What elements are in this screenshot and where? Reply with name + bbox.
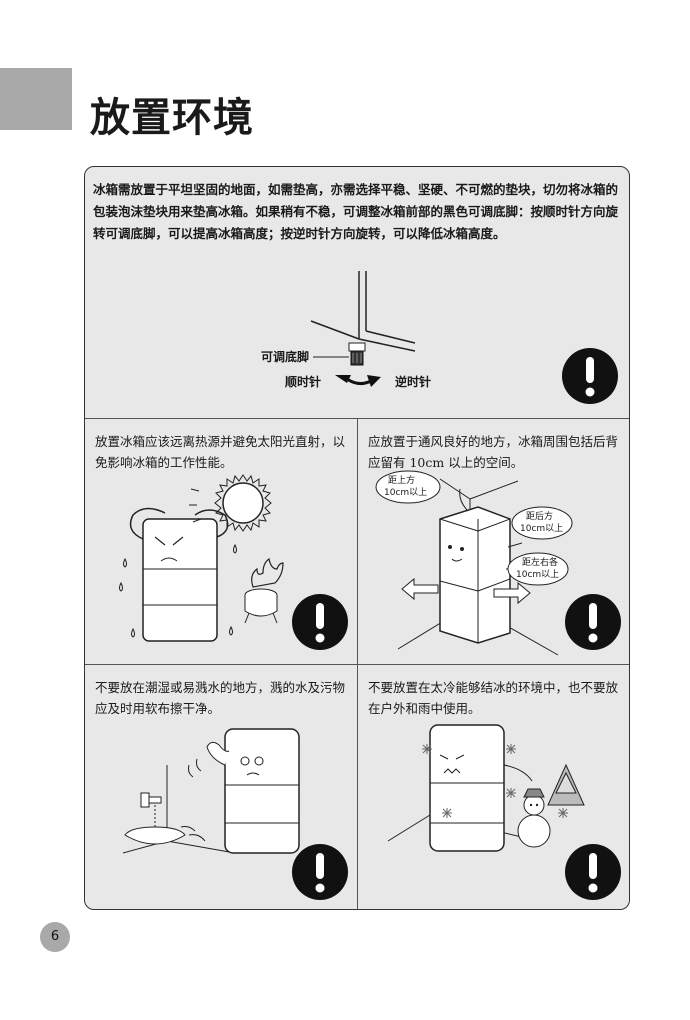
cold-outdoor-text: 不要放置在太冷能够结冰的环境中，也不要放在户外和雨中使用。 <box>368 680 619 716</box>
intro-text: 冰箱需放置于平坦坚固的地面，如需垫高，亦需选择平稳、坚硬、不可燃的垫块，切勿将冰… <box>93 182 619 241</box>
section-heat-source: 放置冰箱应该远离热源并避免太阳光直射，以免影响冰箱的工作性能。 <box>85 419 358 665</box>
bubble-side-line1: 距左右各 <box>522 558 559 568</box>
cold-outdoor-illustration <box>387 724 585 852</box>
ventilation-text: 应放置于通风良好的地方，冰箱周围包括后背应留有 10cm 以上的空间。 <box>368 434 619 470</box>
warning-exclamation-icon <box>564 843 622 901</box>
rotation-arrow-icon <box>335 375 381 387</box>
warning-exclamation-icon <box>561 347 619 405</box>
snowflake-icon <box>422 744 568 818</box>
warning-exclamation-icon <box>564 593 622 651</box>
clockwise-label: 顺时针 <box>285 375 322 389</box>
bubble-top-line2: 10cm以上 <box>384 488 428 498</box>
bubble-top-line1: 距上方 <box>388 476 416 486</box>
heat-source-text: 放置冰箱应该远离热源并避免太阳光直射，以免影响冰箱的工作性能。 <box>95 434 346 470</box>
moisture-text: 不要放在潮湿或易溅水的地方，溅的水及污物应及时用软布擦干净。 <box>95 680 346 716</box>
warning-exclamation-icon <box>291 593 349 651</box>
faucet-icon <box>140 792 162 829</box>
warning-exclamation-icon <box>291 843 349 901</box>
moisture-illustration <box>122 728 300 854</box>
page-title: 放置环境 <box>90 95 254 141</box>
ventilation-illustration <box>375 470 573 656</box>
foot-label: 可调底脚 <box>261 350 310 364</box>
sun-icon <box>214 474 272 532</box>
snowman-icon <box>517 788 551 848</box>
bubble-back-line1: 距后方 <box>526 512 554 522</box>
bubble-back-line2: 10cm以上 <box>520 524 564 534</box>
bubble-side-line2: 10cm以上 <box>516 570 560 580</box>
adjustable-foot-illustration <box>310 271 416 366</box>
section-adjustable-foot: 冰箱需放置于平坦坚固的地面，如需垫高，亦需选择平稳、坚硬、不可燃的垫块，切勿将冰… <box>85 167 629 419</box>
fire-icon <box>244 558 284 624</box>
counterclockwise-label: 逆时针 <box>395 375 432 389</box>
section-ventilation: 应放置于通风良好的地方，冰箱周围包括后背应留有 10cm 以上的空间。 <box>358 419 629 665</box>
content-frame: 冰箱需放置于平坦坚固的地面，如需垫高，亦需选择平稳、坚硬、不可燃的垫块，切勿将冰… <box>84 166 630 910</box>
heat-source-illustration <box>119 474 284 642</box>
chapter-tab <box>0 68 72 130</box>
section-cold-outdoor: 不要放置在太冷能够结冰的环境中，也不要放在户外和雨中使用。 <box>358 665 629 909</box>
section-moisture: 不要放在潮湿或易溅水的地方，溅的水及污物应及时用软布擦干净。 <box>85 665 358 909</box>
page-number: 6 <box>40 922 70 952</box>
